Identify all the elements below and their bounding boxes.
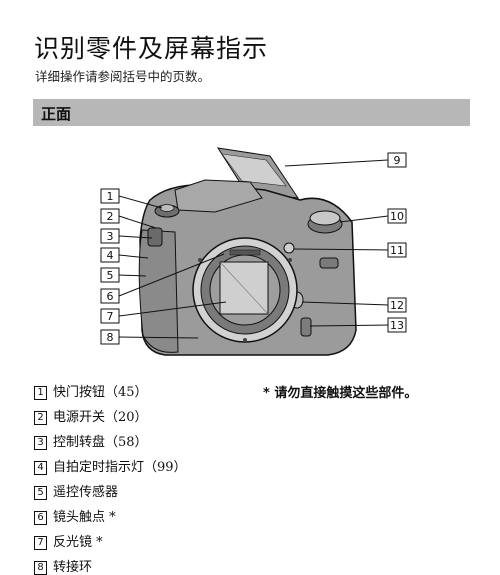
legend-item: 5 遥控传感器 [34,481,119,500]
callout-box: 7 [100,308,120,324]
callout-box: 4 [100,247,120,263]
callout-number: 2 [107,210,114,223]
legend-item: 4 自拍定时指示灯（99） [34,456,187,475]
legend-number: 2 [34,411,47,425]
callout-box: 6 [100,288,120,304]
legend-item: 3 控制转盘（58） [34,431,148,450]
legend-text: 控制转盘（58） [53,435,148,450]
legend-number: 1 [34,386,47,400]
callout-number: 4 [107,249,114,262]
camera-front-diagram: 1 2 3 4 5 6 7 8 9 10 11 12 13 [100,147,407,356]
callout-number: 6 [107,290,114,303]
callout-number: 3 [107,230,114,243]
callout-box: 2 [100,208,120,224]
legend-text: 镜头触点 * [53,510,116,525]
callout-lines [118,159,389,339]
callout-box: 10 [387,208,407,224]
legend-text: 遥控传感器 [53,485,119,500]
section-label: 正面 [41,105,72,123]
callout-number: 8 [107,331,114,344]
callout-number: 5 [107,269,114,282]
page-title: 识别零件及屏幕指示 [34,34,269,63]
legend-number: 7 [34,536,47,550]
callout-box: 8 [100,329,120,345]
legend-number: 8 [34,561,47,575]
camera-body [138,179,357,356]
callout-number: 12 [390,299,404,312]
legend-number: 3 [34,436,47,450]
legend-text: 转接环 [53,560,93,575]
legend-number: 4 [34,461,47,475]
callout-box: 1 [100,188,120,204]
callout-number: 10 [390,210,404,223]
legend-item: 2 电源开关（20） [34,406,148,425]
callout-box: 9 [387,152,407,168]
callout-box: 13 [387,317,407,333]
callout-number: 13 [390,319,404,332]
legend-text: 自拍定时指示灯（99） [53,460,187,475]
legend-text: 快门按钮（45） [53,385,148,400]
callout-box: 5 [100,267,120,283]
legend-item: 7 反光镜 * [34,531,103,550]
callout-boxes: 1 2 3 4 5 6 7 8 9 10 11 12 13 [100,152,407,345]
legend-text: 电源开关（20） [53,410,148,425]
callout-box: 12 [387,297,407,313]
legend-text: 反光镜 * [53,535,103,550]
legend-item: 6 镜头触点 * [34,506,116,525]
callout-number: 11 [390,244,404,257]
callout-box: 3 [100,228,120,244]
callout-number: 7 [107,310,114,323]
caution-note: * 请勿直接触摸这些部件。 [263,386,418,401]
page-subtitle: 详细操作请参阅括号中的页数。 [35,69,211,84]
callout-box: 11 [387,242,407,258]
callout-number: 1 [107,190,114,203]
callout-number: 9 [394,154,401,167]
legend-item: 8 转接环 [34,556,93,575]
section-header: 正面 [33,99,470,126]
legend-number: 5 [34,486,47,500]
legend-item: 1 快门按钮（45） [34,381,148,400]
legend-number: 6 [34,511,47,525]
